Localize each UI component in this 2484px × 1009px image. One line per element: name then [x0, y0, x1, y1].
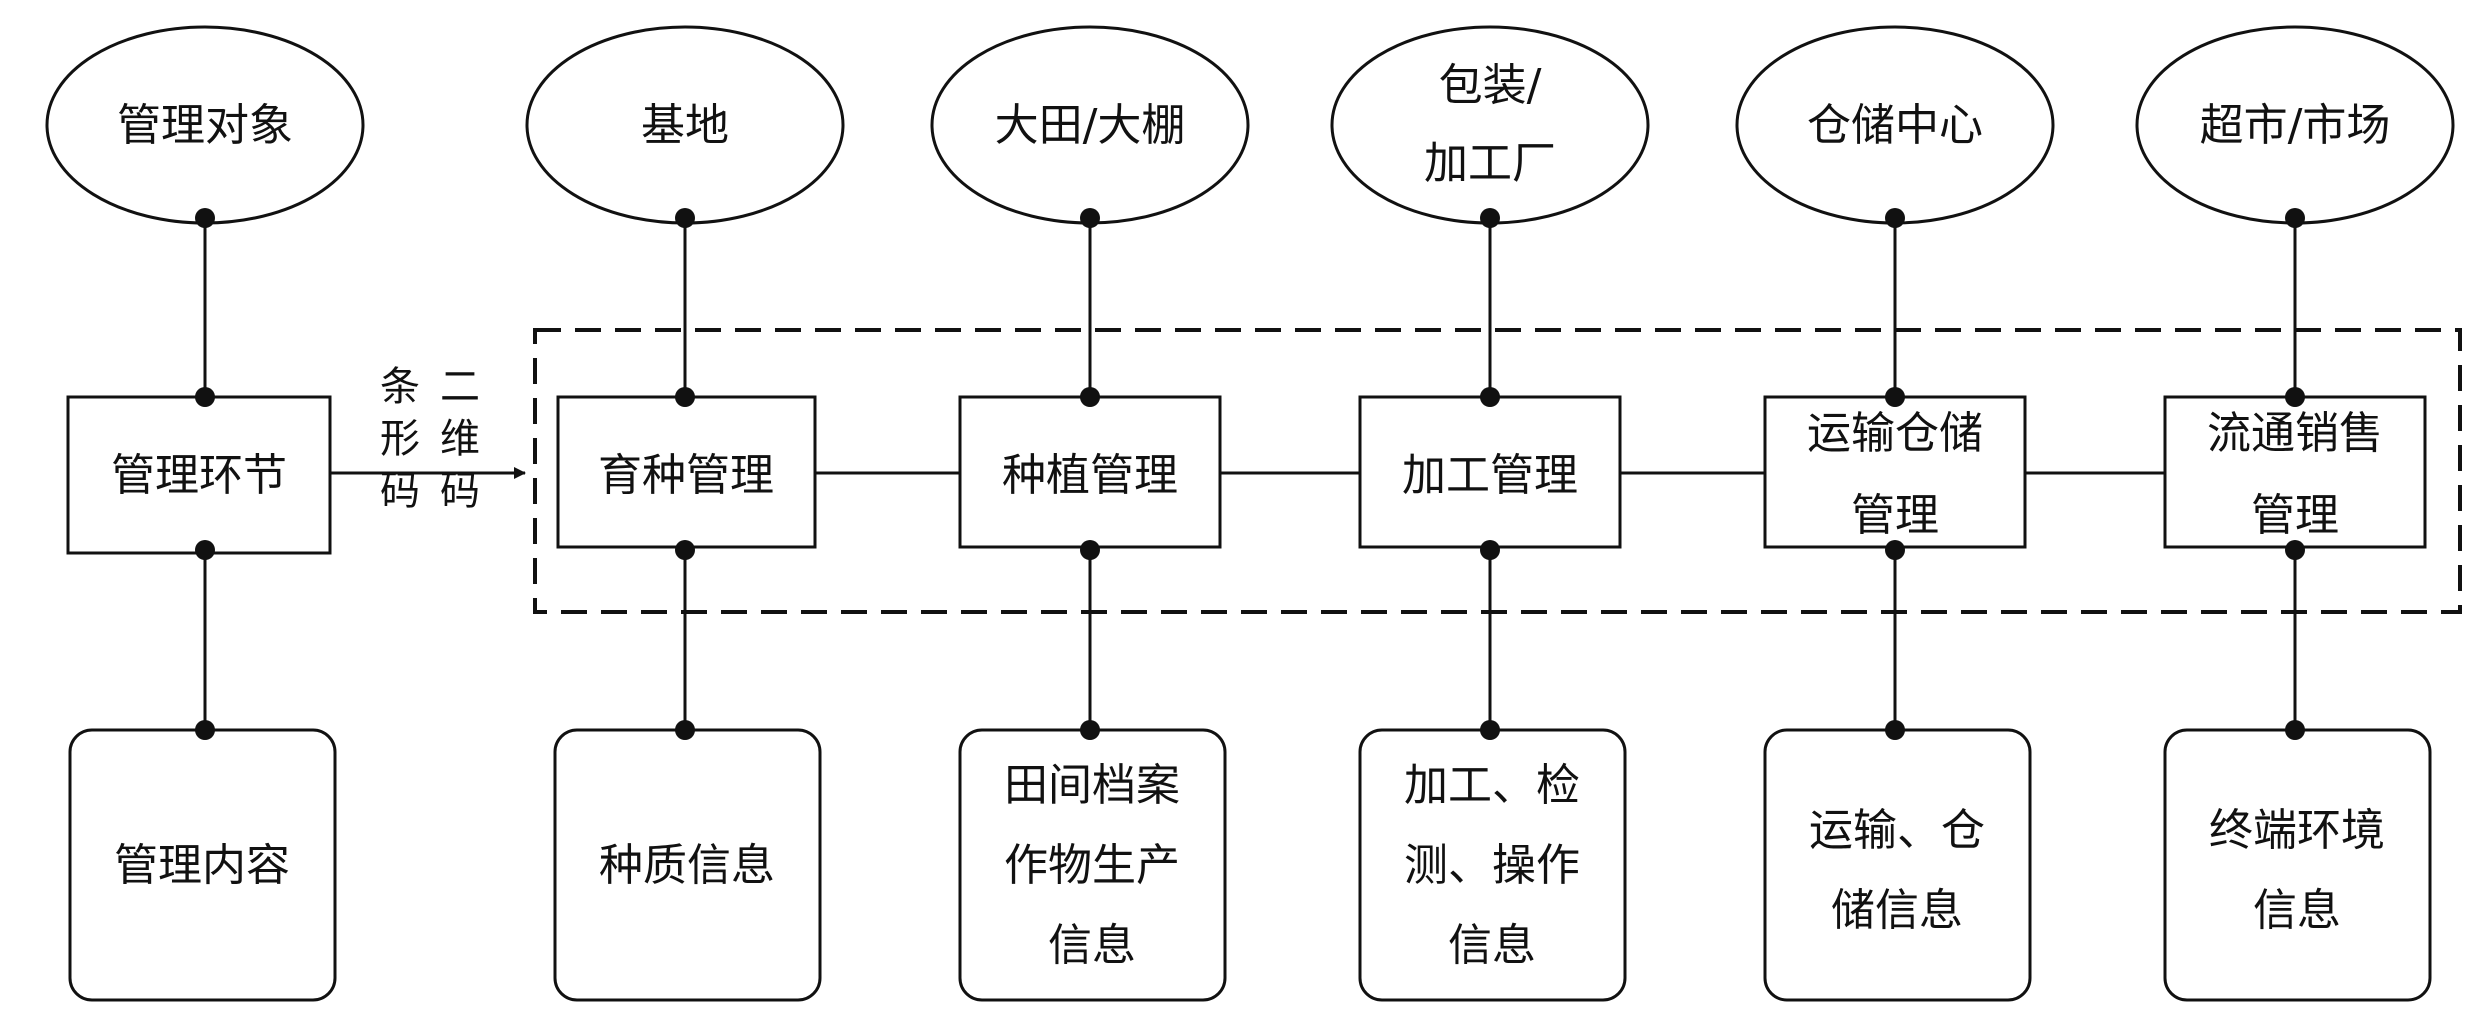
object-line: 加工厂 — [1424, 138, 1556, 189]
junction-dot — [675, 387, 695, 407]
junction-dot — [195, 387, 215, 407]
content-line: 信息 — [2253, 885, 2341, 936]
content-box — [1763, 728, 2032, 1002]
process-chain-boundary — [533, 328, 2462, 614]
link-line: 管理 — [1851, 490, 1939, 541]
junction-dot — [1080, 387, 1100, 407]
junction-dot — [1480, 387, 1500, 407]
link-line: 运输仓储 — [1807, 408, 1983, 459]
junction-dot — [1080, 540, 1100, 560]
content-label: 种质信息 — [599, 840, 775, 891]
connection-dots — [195, 208, 2305, 740]
junction-dot — [1080, 720, 1100, 740]
barcode-label: 条形码 — [380, 364, 420, 514]
link-line: 管理 — [2251, 490, 2339, 541]
object-label: 管理对象 — [117, 100, 293, 151]
column-planting: 大田/大棚 种植管理 田间档案 作物生产 信息 — [930, 25, 1250, 1002]
content-line: 加工、检 — [1404, 760, 1580, 811]
object-line: 包装/ — [1439, 60, 1542, 111]
junction-dot — [1480, 720, 1500, 740]
junction-dot — [195, 540, 215, 560]
junction-dot — [1885, 208, 1905, 228]
junction-dot — [1080, 208, 1100, 228]
junction-dot — [1885, 720, 1905, 740]
content-line: 运输、仓 — [1809, 805, 1985, 856]
junction-dot — [675, 720, 695, 740]
junction-dot — [675, 208, 695, 228]
junction-dot — [2285, 208, 2305, 228]
junction-dot — [2285, 720, 2305, 740]
junction-dot — [195, 208, 215, 228]
junction-dot — [1885, 387, 1905, 407]
column-transport-storage: 仓储中心 运输仓储 管理 运输、仓 储信息 — [1735, 25, 2055, 1002]
object-label: 大田/大棚 — [995, 100, 1186, 151]
object-ellipse — [1330, 25, 1650, 225]
junction-dot — [195, 720, 215, 740]
object-label: 仓储中心 — [1807, 100, 1983, 151]
qrcode-label: 二维码 — [440, 364, 480, 514]
content-line: 田间档案 — [1004, 760, 1180, 811]
column-processing: 包装/ 加工厂 加工管理 加工、检 测、操作 信息 — [1330, 25, 1650, 1002]
content-label: 管理内容 — [114, 840, 290, 891]
junction-dot — [675, 540, 695, 560]
content-line: 作物生产 — [1004, 840, 1180, 891]
junction-dot — [1885, 540, 1905, 560]
object-label: 基地 — [641, 100, 729, 151]
content-line: 信息 — [1448, 920, 1536, 971]
column-management-overview: 管理对象 管理环节 管理内容 — [45, 25, 365, 1002]
content-line: 储信息 — [1831, 885, 1963, 936]
content-line: 测、操作 — [1404, 840, 1580, 891]
content-box — [2163, 728, 2432, 1002]
junction-dot — [1480, 540, 1500, 560]
link-label: 管理环节 — [111, 450, 287, 501]
junction-dot — [2285, 540, 2305, 560]
column-distribution-sales: 超市/市场 流通销售 管理 终端环境 信息 — [2135, 25, 2455, 1002]
link-label: 加工管理 — [1402, 450, 1578, 501]
content-line: 终端环境 — [2209, 805, 2385, 856]
content-line: 信息 — [1048, 920, 1136, 971]
link-label: 种植管理 — [1002, 450, 1178, 501]
junction-dot — [2285, 387, 2305, 407]
link-box — [556, 395, 817, 549]
link-label: 育种管理 — [598, 450, 774, 501]
object-label: 超市/市场 — [2200, 100, 2391, 151]
junction-dot — [1480, 208, 1500, 228]
link-line: 流通销售 — [2207, 408, 2383, 459]
column-breeding: 基地 育种管理 种质信息 — [525, 25, 845, 1002]
